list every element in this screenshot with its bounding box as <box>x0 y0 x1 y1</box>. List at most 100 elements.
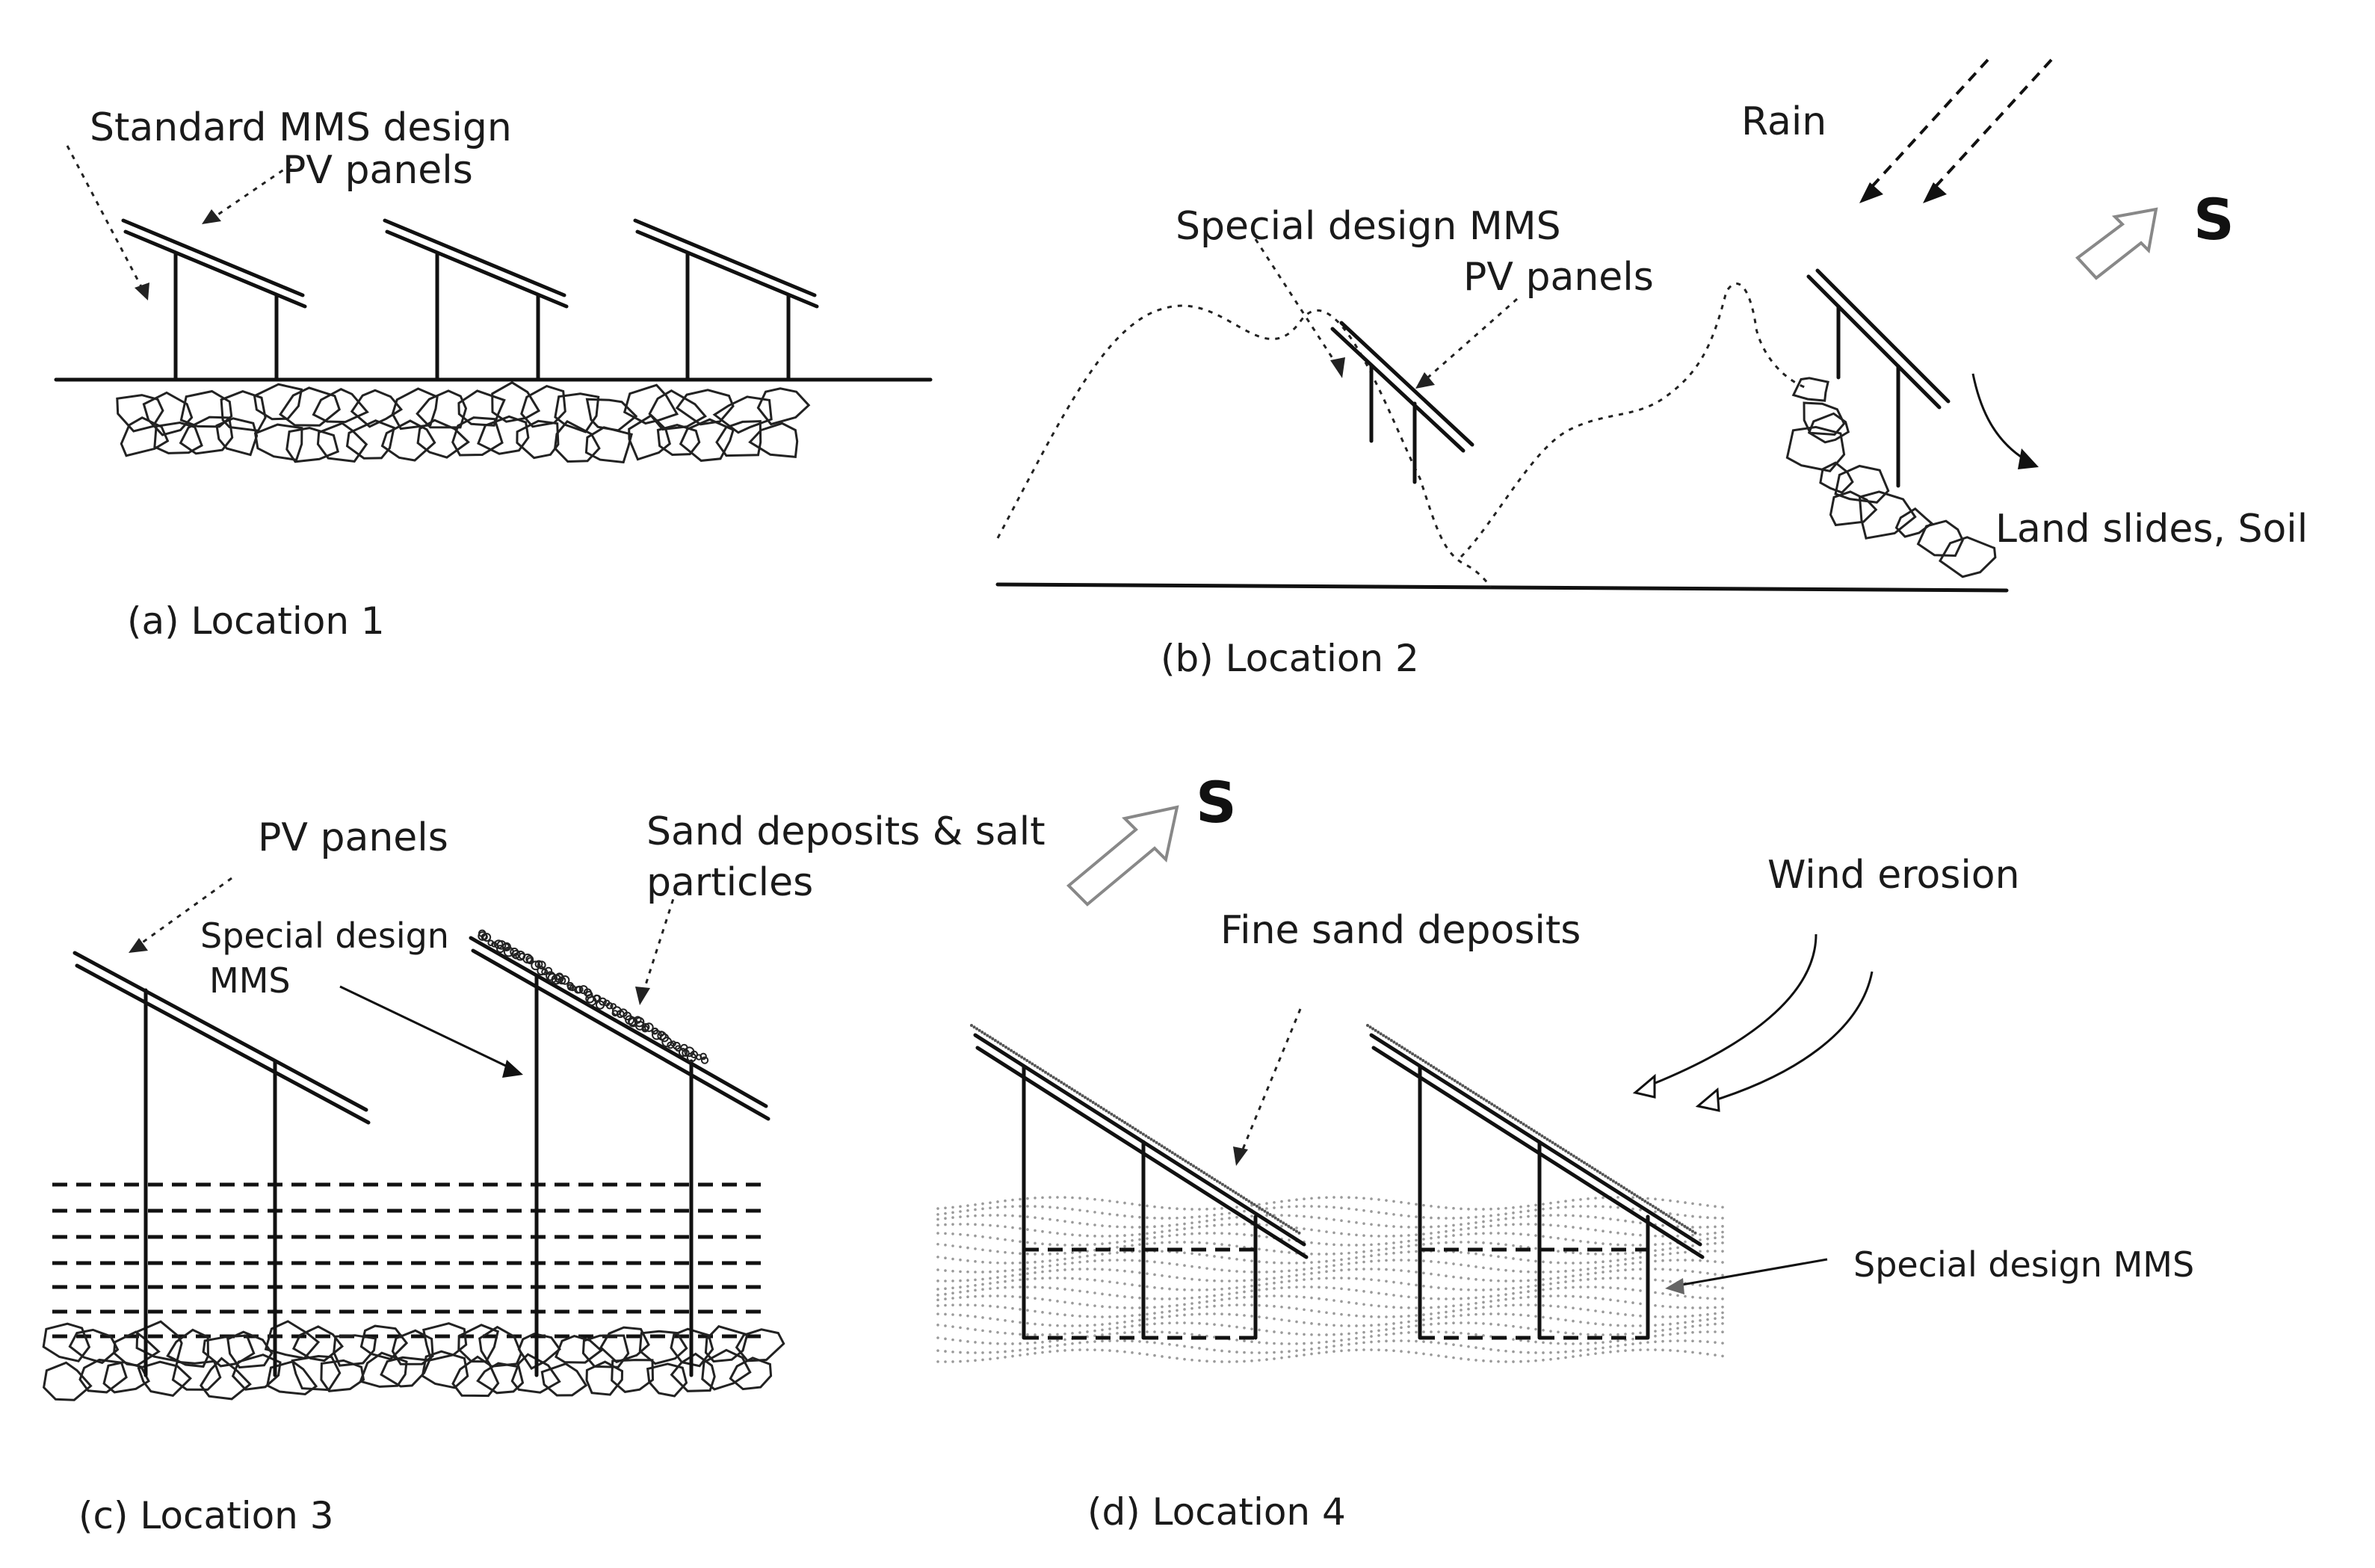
sand-grain <box>1019 1268 1022 1271</box>
rock-shape <box>421 1350 469 1389</box>
sand-grain <box>1288 1280 1291 1283</box>
pv-structure <box>383 218 569 382</box>
sand-grain <box>1288 1332 1291 1335</box>
caption-a: (a) Location 1 <box>127 599 385 643</box>
sand-grain <box>1116 1321 1119 1324</box>
sand-grain <box>1123 1201 1126 1205</box>
sand-grain <box>1019 1308 1022 1311</box>
rock-shape <box>166 1328 210 1368</box>
sand-grain <box>1190 1302 1193 1305</box>
sand-grain <box>1086 1268 1089 1271</box>
sand-grain <box>1527 1204 1530 1208</box>
sand-grain <box>1161 1297 1164 1300</box>
sand-grain <box>944 1212 947 1215</box>
sand-grain <box>1325 1333 1328 1336</box>
sand-grain <box>1123 1259 1126 1262</box>
sand-grain <box>1676 1200 1679 1203</box>
sand-grain <box>1340 1268 1343 1272</box>
sand-grain <box>1594 1322 1597 1325</box>
sand-grain <box>1646 1197 1649 1200</box>
sand-grain <box>1377 1253 1380 1256</box>
fine-sand-grain <box>1120 1119 1124 1123</box>
sand-grain <box>1661 1235 1664 1238</box>
sand-grain <box>1265 1288 1268 1291</box>
rock-shape <box>345 419 395 460</box>
sand-grain <box>1370 1223 1373 1226</box>
fine-sand-grain <box>1564 1149 1568 1152</box>
sand-grain <box>1116 1259 1119 1262</box>
sand-grain <box>1048 1350 1051 1354</box>
sand-grain <box>1093 1211 1096 1214</box>
sand-grain <box>1056 1263 1059 1267</box>
sand-grain <box>1108 1212 1111 1216</box>
sand-grain <box>1288 1214 1291 1217</box>
sand-grain <box>1587 1252 1590 1256</box>
sand-grain <box>1198 1359 1201 1362</box>
sand-grain <box>1721 1261 1724 1264</box>
sand-grain <box>1699 1233 1702 1236</box>
rock-shape <box>516 419 560 460</box>
sand-grain <box>1116 1326 1119 1330</box>
sand-grain <box>1385 1328 1388 1331</box>
sand-grain <box>1250 1234 1253 1237</box>
sand-grain <box>1101 1328 1104 1332</box>
sand-grain <box>1519 1313 1522 1317</box>
sand-grain <box>1504 1312 1507 1316</box>
sand-grain <box>1407 1283 1410 1285</box>
sand-grain <box>1452 1206 1455 1210</box>
sand-grain <box>1310 1277 1313 1281</box>
sand-grain <box>1026 1205 1029 1208</box>
sand-grain <box>1489 1279 1492 1283</box>
rock-shape <box>554 392 600 433</box>
sand-grain <box>1258 1294 1261 1298</box>
sand-grain <box>1639 1331 1642 1335</box>
deposit-particle <box>634 1016 645 1028</box>
sand-grain <box>944 1297 947 1300</box>
fine-sand-grain <box>1192 1164 1196 1168</box>
sand-grain <box>1631 1301 1634 1304</box>
sand-grain <box>1086 1243 1089 1247</box>
rock-bed <box>42 1320 785 1401</box>
sand-grain <box>1108 1235 1111 1238</box>
sand-grain <box>1093 1197 1096 1201</box>
sand-grain <box>1474 1346 1477 1349</box>
sand-grain <box>1445 1287 1448 1290</box>
sand-grain <box>1078 1341 1081 1345</box>
sand-grain <box>1205 1305 1208 1309</box>
sand-grain <box>1273 1330 1276 1333</box>
sand-grain <box>1011 1262 1014 1265</box>
sand-grain <box>1504 1360 1507 1363</box>
sand-grain <box>1183 1232 1186 1236</box>
sand-grain <box>1273 1287 1276 1290</box>
sand-grain <box>1258 1247 1261 1251</box>
sand-grain <box>1273 1277 1276 1280</box>
rain-arrow <box>1867 58 1989 192</box>
sand-grain <box>1011 1205 1014 1209</box>
fine-sand-grain <box>1566 1151 1570 1155</box>
sand-grain <box>1669 1268 1672 1271</box>
sand-grain <box>1572 1251 1575 1254</box>
sand-grain <box>1355 1221 1358 1224</box>
sand-grain <box>1624 1343 1627 1347</box>
fine-sand-grain <box>1577 1158 1581 1161</box>
sand-grain <box>1310 1252 1313 1256</box>
sand-grain <box>1355 1324 1358 1327</box>
sand-grain <box>1579 1342 1582 1345</box>
fine-sand-grain <box>1202 1171 1206 1175</box>
sand-grain <box>1669 1339 1672 1343</box>
sand-grain <box>1273 1206 1276 1209</box>
sand-grain <box>1534 1359 1537 1362</box>
sand-grain <box>1400 1269 1403 1272</box>
sand-grain <box>1557 1294 1560 1297</box>
sand-grain <box>966 1209 969 1212</box>
sand-grain <box>1385 1259 1388 1262</box>
sand-grain <box>1602 1333 1605 1336</box>
sand-grain <box>1542 1288 1545 1291</box>
sand-grain <box>1146 1340 1149 1344</box>
sand-grain <box>1108 1322 1111 1325</box>
sand-grain <box>1205 1241 1208 1245</box>
sand-grain <box>1616 1339 1619 1342</box>
sand-grain <box>1602 1346 1605 1350</box>
sand-grain <box>1026 1285 1029 1288</box>
sand-grain <box>1549 1201 1552 1205</box>
